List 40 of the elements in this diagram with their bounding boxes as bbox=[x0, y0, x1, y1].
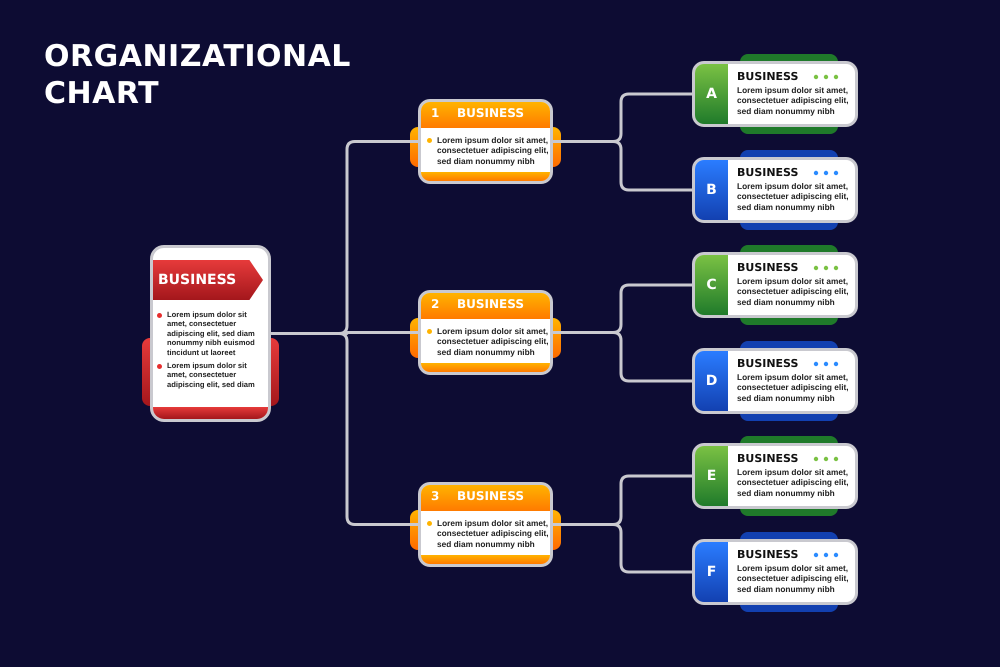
bullet-text: Lorem ipsum dolor sit amet, consectetuer adipiscing elit, sed diam nonummy nibh bbox=[425, 135, 550, 166]
letter-tab: E bbox=[695, 446, 728, 506]
org-card bbox=[150, 245, 271, 422]
card-heading: BUSINESS bbox=[737, 70, 798, 83]
letter-tab: D bbox=[695, 351, 728, 411]
card-heading: BUSINESS bbox=[737, 357, 798, 370]
card-heading: BUSINESS bbox=[457, 106, 524, 120]
card-heading: BUSINESS bbox=[737, 261, 798, 274]
org-card bbox=[692, 348, 858, 414]
card-heading: BUSINESS bbox=[457, 297, 524, 311]
card-heading: BUSINESS bbox=[457, 489, 524, 503]
chart-title: ORGANIZATIONAL CHART bbox=[44, 38, 352, 112]
letter-tab: A bbox=[695, 64, 728, 124]
org-card bbox=[692, 157, 858, 223]
letter-tab: F bbox=[695, 542, 728, 602]
card-heading: BUSINESS bbox=[737, 452, 798, 465]
org-card bbox=[692, 61, 858, 127]
org-card bbox=[418, 99, 553, 184]
card-text: Lorem ipsum dolor sit amet, consectetuer adipiscing elit, sed diam nonummy nibh bbox=[737, 181, 850, 212]
org-card bbox=[692, 252, 858, 318]
card-text: Lorem ipsum dolor sit amet, consectetuer adipiscing elit, sed diam nonummy nibh bbox=[737, 276, 850, 308]
card-text: Lorem ipsum dolor sit amet, consectetuer adipiscing elit, sed diam nonummy nibh bbox=[737, 85, 850, 116]
org-card bbox=[418, 482, 553, 567]
connector-line bbox=[271, 332, 418, 526]
step-number: 1 bbox=[431, 106, 440, 120]
card-heading: BUSINESS bbox=[737, 548, 798, 561]
bullet-text: Lorem ipsum dolor sit amet, consectetuer adipiscing elit, sed diam nonummy nibh bbox=[425, 518, 550, 550]
heading-banner: BUSINESS bbox=[153, 260, 263, 300]
org-card bbox=[692, 443, 858, 509]
card-heading: BUSINESS bbox=[737, 166, 798, 179]
step-number: 2 bbox=[431, 297, 440, 311]
letter-tab: B bbox=[695, 160, 728, 220]
step-number: 3 bbox=[431, 489, 440, 503]
card-text: Lorem ipsum dolor sit amet, consectetuer adipiscing elit, sed diam nonummy nibh bbox=[737, 372, 850, 404]
card-text: Lorem ipsum dolor sit amet, consectetuer adipiscing elit, sed diam nonummy nibh bbox=[737, 563, 850, 594]
letter-tab: C bbox=[695, 255, 728, 315]
org-card bbox=[692, 539, 858, 605]
card-text: Lorem ipsum dolor sit amet, consectetuer adipiscing elit, sed diam nonummy nibh bbox=[737, 467, 850, 498]
org-card bbox=[418, 290, 553, 375]
bullet-text: Lorem ipsum dolor sit amet, consectetuer adipiscing elit, sed diam nonummy nibh bbox=[425, 326, 550, 358]
